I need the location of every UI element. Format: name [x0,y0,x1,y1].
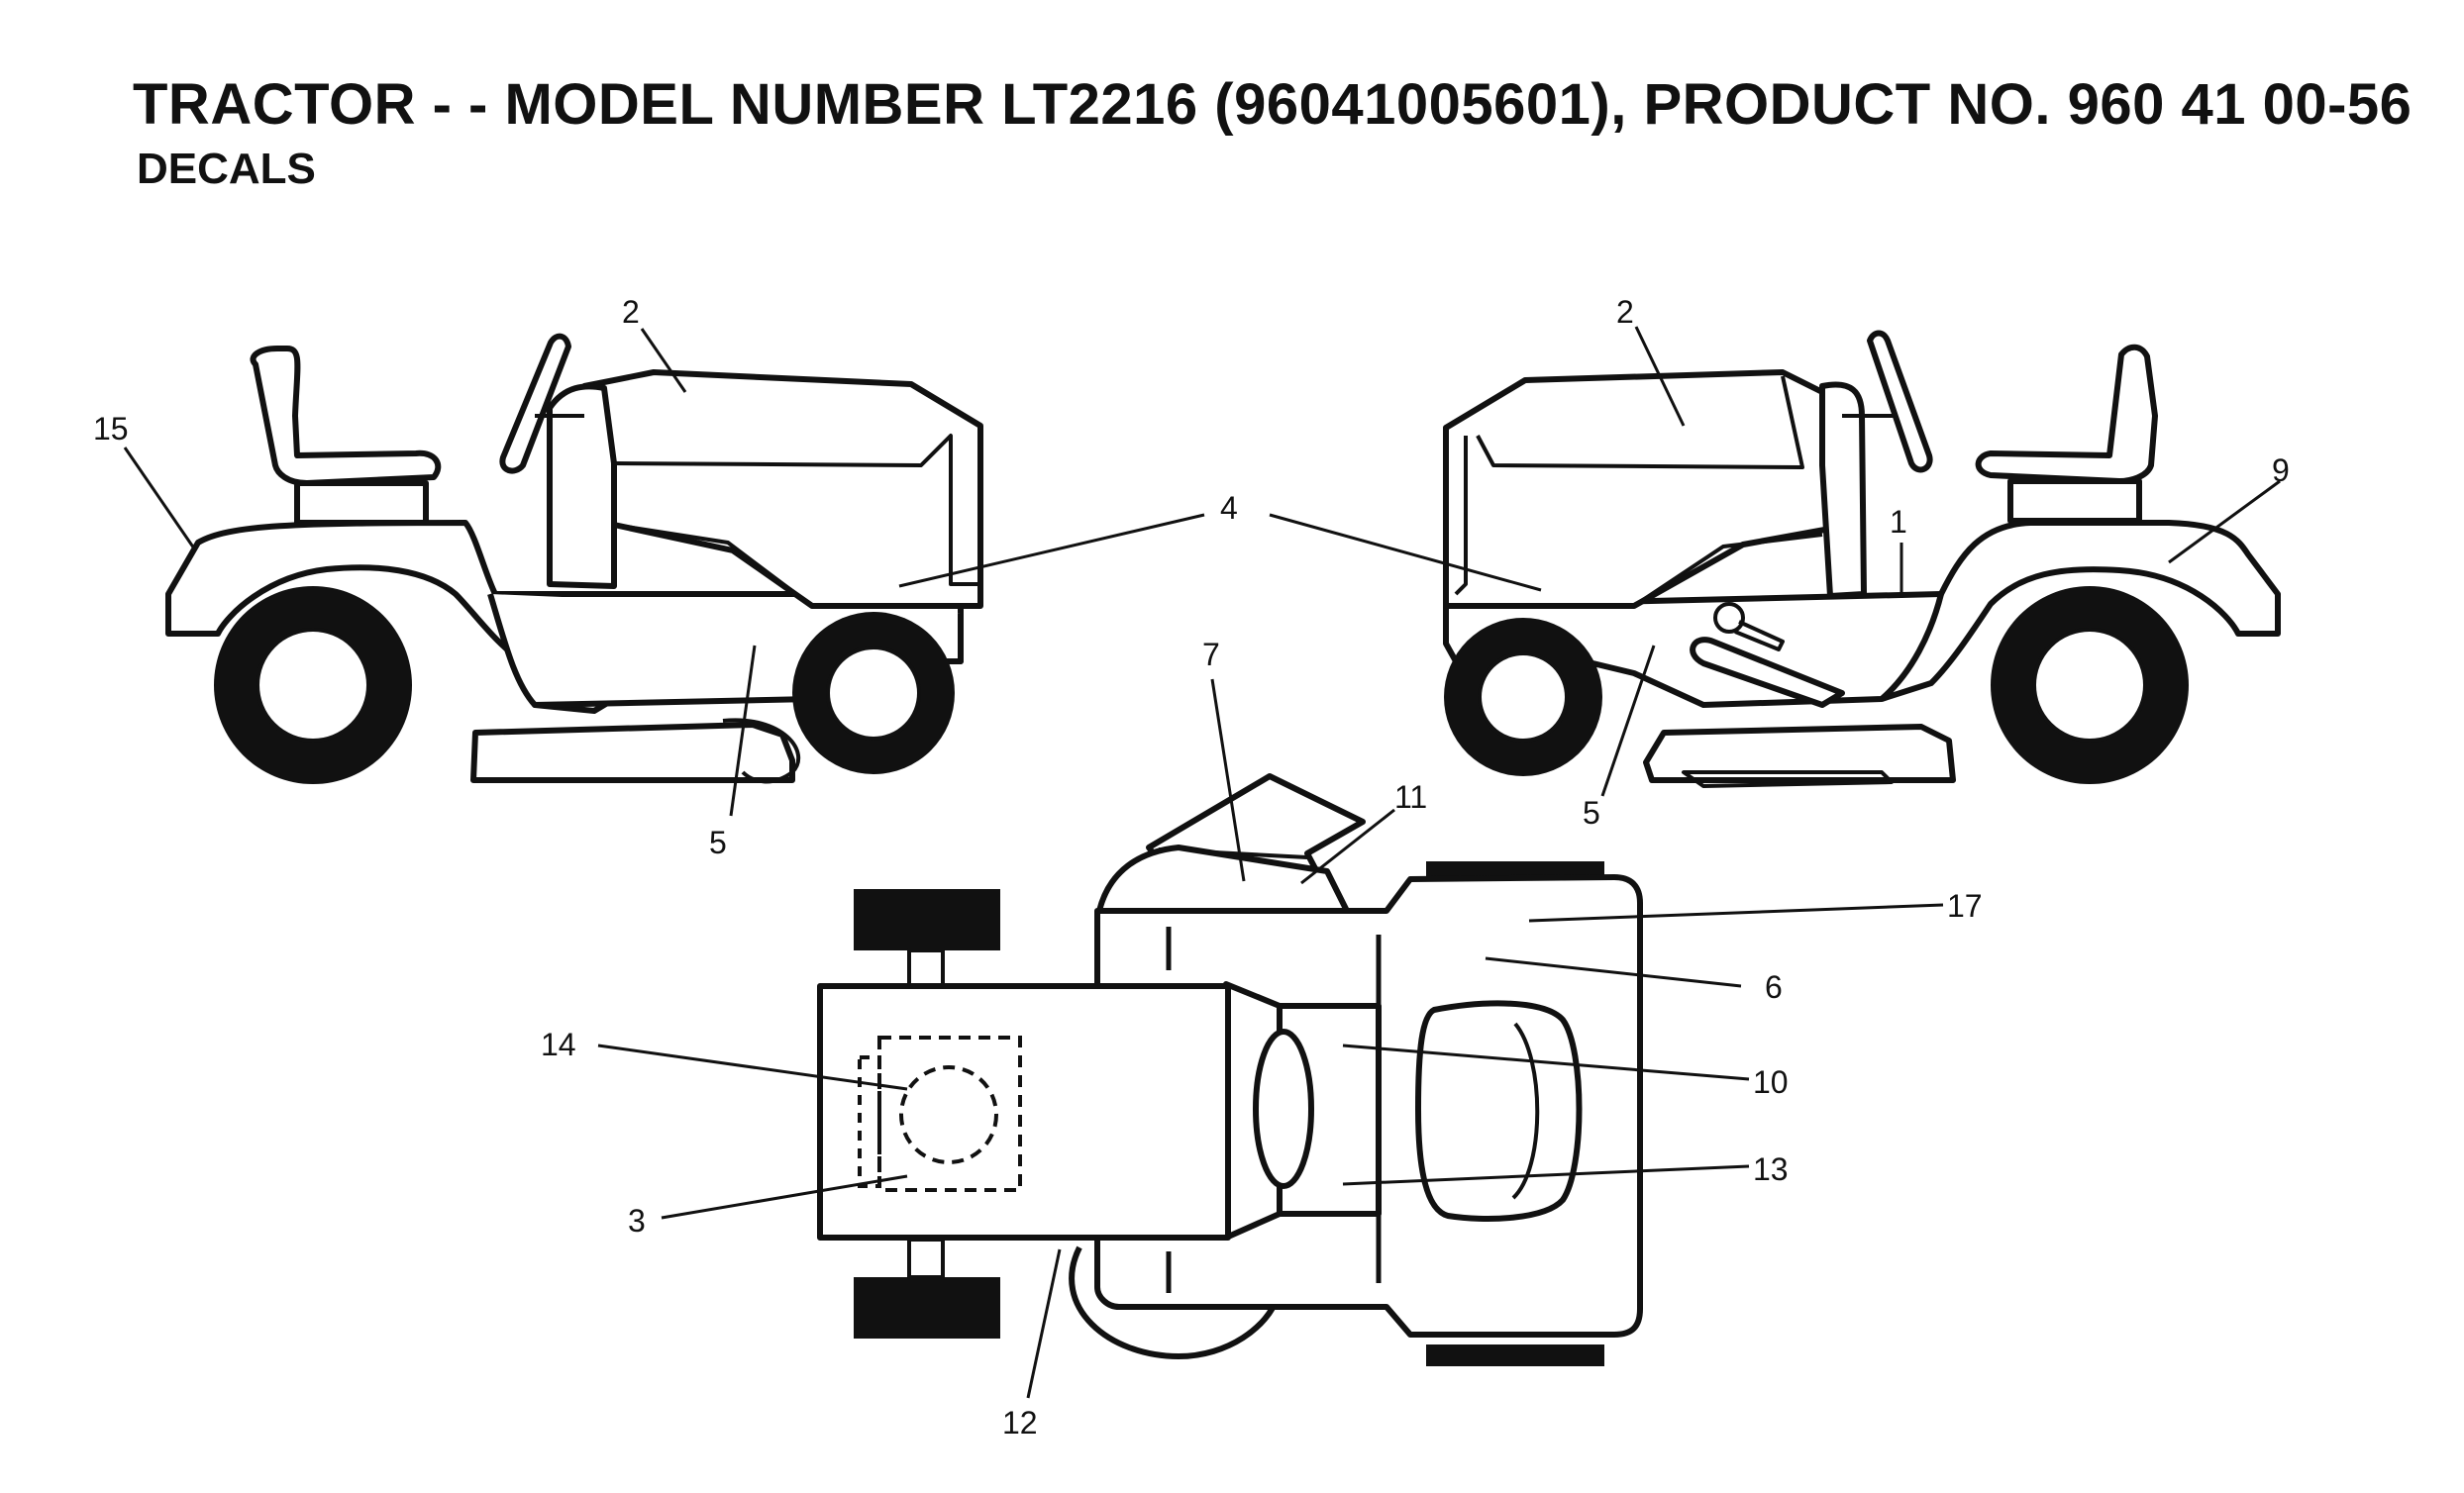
top-decal-tab [858,1055,881,1188]
callout-10: 10 [1753,1064,1789,1100]
left-hood-panel [613,523,814,608]
callout-numbers: 15 2 4 5 2 1 9 5 7 11 17 6 10 13 14 3 12 [93,294,2290,1441]
right-lift-knob [1713,602,1745,634]
callout-15: 15 [93,411,129,447]
right-hood [1443,369,1865,609]
right-front-hub [1478,651,1569,743]
callout-11: 11 [1394,779,1427,815]
right-hood-line [1476,375,1804,469]
callout-12: 12 [1002,1405,1038,1441]
left-rear-hub [256,628,370,743]
leader-lines [123,326,2281,1399]
left-front-hub [826,646,921,741]
callout-14: 14 [541,1027,576,1062]
right-dash [1819,381,1867,599]
top-hood [817,983,1231,1241]
right-footrest [1690,637,1845,708]
callout-9: 9 [2272,452,2290,488]
callout-17: 17 [1947,888,1983,924]
right-rear-fender [1881,520,2281,702]
callout-4: 4 [1220,490,1238,526]
callout-13: 13 [1753,1151,1789,1187]
right-hood-panel [1632,533,1823,608]
top-front-left-tire [854,889,1000,950]
right-seat [1975,344,2158,484]
right-seat-base [2007,478,2142,524]
top-decal-area [877,1036,1022,1192]
left-side-tractor [165,333,983,784]
left-steering-wheel [499,333,571,474]
right-rear-hub [2032,628,2147,743]
right-deck-chute [1682,770,1894,788]
left-seat-base [294,480,429,526]
callout-3: 3 [628,1203,646,1239]
right-side-tractor [1443,330,2281,788]
right-steering-wheel [1867,330,1933,473]
right-hood-front [1454,436,1468,596]
callout-2-left: 2 [622,294,640,330]
left-hood-line [613,434,980,586]
top-seat [1415,1000,1583,1222]
page-title: TRACTOR - - MODEL NUMBER LT2216 (9604100… [133,72,2413,137]
left-dash [547,383,617,589]
right-mower-deck [1643,724,1956,783]
callout-7: 7 [1202,637,1220,672]
top-decal-circle [899,1065,998,1164]
left-seat [250,346,442,486]
callout-5-left: 5 [709,825,727,860]
top-rear-right-tire [1426,1344,1604,1366]
page-subtitle: DECALS [137,145,316,193]
left-hood [581,369,983,609]
callout-2-right: 2 [1616,294,1634,330]
top-deck-dome [1096,845,1350,913]
top-front-axle-lower [907,1238,945,1279]
top-front-right-tire [854,1277,1000,1339]
top-seat-back [1511,1022,1540,1200]
callout-6: 6 [1765,969,1783,1005]
left-mower-deck [470,722,795,783]
top-steering-wheel [1253,1029,1314,1189]
left-deck-chute [722,718,800,784]
right-lift-lever [1734,620,1785,651]
callout-1: 1 [1890,504,1907,540]
callout-5-right: 5 [1583,795,1600,831]
top-view-tractor [817,773,1643,1366]
